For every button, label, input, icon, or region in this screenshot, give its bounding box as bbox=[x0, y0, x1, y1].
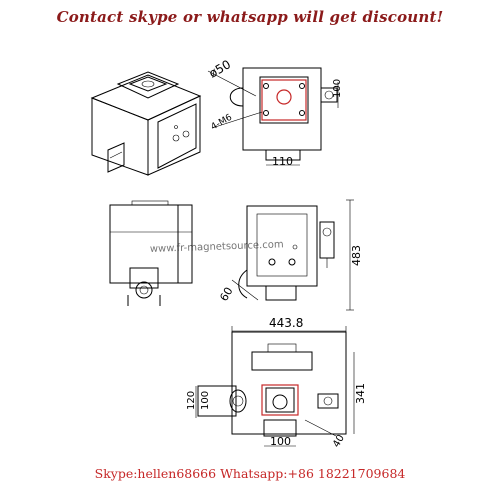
dim-h100-left: 100 bbox=[200, 391, 211, 410]
dim-h341: 341 bbox=[354, 383, 367, 404]
dim-d40: 40 bbox=[331, 433, 347, 450]
dim-d60: 60 bbox=[217, 285, 235, 304]
dim-w100-bottom: 100 bbox=[270, 435, 291, 448]
dim-4m6: 4-M6 bbox=[210, 113, 235, 133]
contact-footer: Skype:hellen68666 Whatsapp:+86 182217096… bbox=[94, 466, 406, 481]
watermark-text: www.fr-magnetsource.com bbox=[150, 239, 284, 255]
dimension-labels: ø50 4-M6 100 110 483 60 443.8 120 100 34… bbox=[186, 57, 367, 449]
dim-h120: 120 bbox=[186, 391, 197, 410]
dim-w100-top: 100 bbox=[332, 79, 343, 98]
side-view bbox=[109, 200, 193, 306]
dim-w110: 110 bbox=[272, 155, 293, 168]
front-view bbox=[231, 199, 354, 311]
dim-w443: 443.8 bbox=[269, 316, 303, 330]
dim-h483: 483 bbox=[350, 245, 363, 266]
promo-banner: Contact skype or whatsapp will get disco… bbox=[56, 8, 444, 26]
bottom-view bbox=[195, 326, 355, 447]
top-view bbox=[207, 67, 339, 166]
isometric-view bbox=[90, 71, 202, 176]
